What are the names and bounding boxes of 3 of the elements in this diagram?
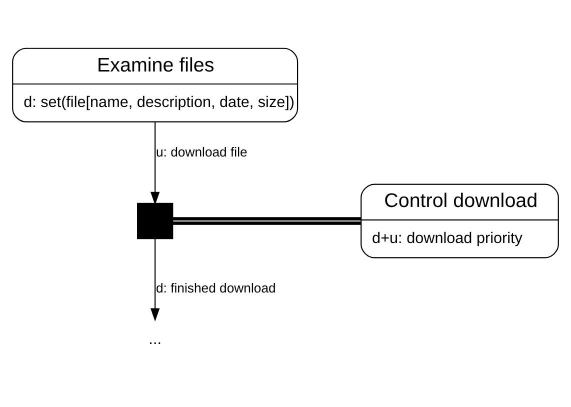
node-text: ... bbox=[148, 330, 162, 348]
edge-label: u: download file bbox=[156, 144, 248, 159]
edge-label: d: finished download bbox=[156, 280, 276, 295]
